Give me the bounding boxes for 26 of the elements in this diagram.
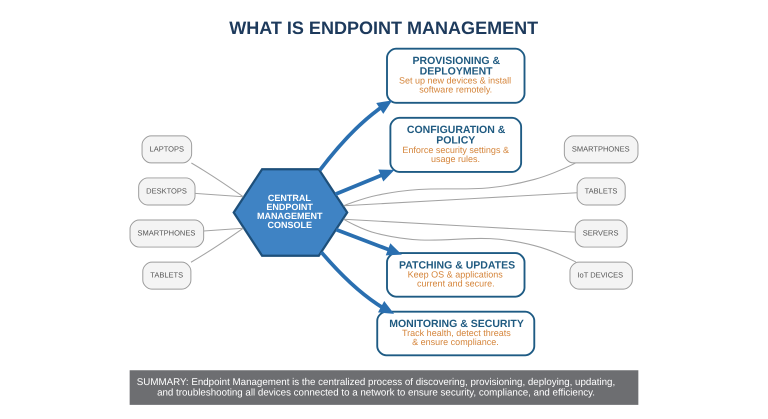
node-box: CONFIGURATION & POLICY Enforce security settings & usage rules. [389,116,522,173]
connector [344,218,576,263]
node-box: SERVERS [574,220,628,248]
node-box: SMARTPHONES [564,135,638,164]
connector [344,192,577,206]
node-box: TABLETS [142,262,192,290]
arrow [318,100,392,172]
node-box: DESKTOPS [138,177,196,206]
node-box: MONITORING & SECURITY Track health, detect threats & ensure compliance. [376,310,536,356]
connector [190,228,244,263]
caption: SUMMARY: Endpoint Management is the centralized process of discovering, provisioning, deploying, updating, and troubleshooting all devices connected to a network to ensure security, compliance, and efficiency. [136,376,616,398]
node-box: LAPTOPS [142,135,192,164]
diagram-title: WHAT IS ENDPOINT MANAGEMENT [229,18,538,38]
arrow [320,250,394,314]
node-box: PROVISIONING & DEPLOYMENT Set up new devices & install software remotely. [386,48,526,104]
node-box: TABLETS [576,177,626,206]
connector [204,228,244,232]
connector [344,218,576,233]
connector [191,162,244,198]
connector [344,162,576,206]
connector [195,192,244,198]
node-box: IoT DEVICES [569,262,633,290]
node-box: PATCHING & UPDATES Keep OS & applications current and secure. [386,252,526,298]
node-box: SMARTPHONES [130,220,204,248]
arrow [334,170,395,196]
arrow [336,228,402,256]
